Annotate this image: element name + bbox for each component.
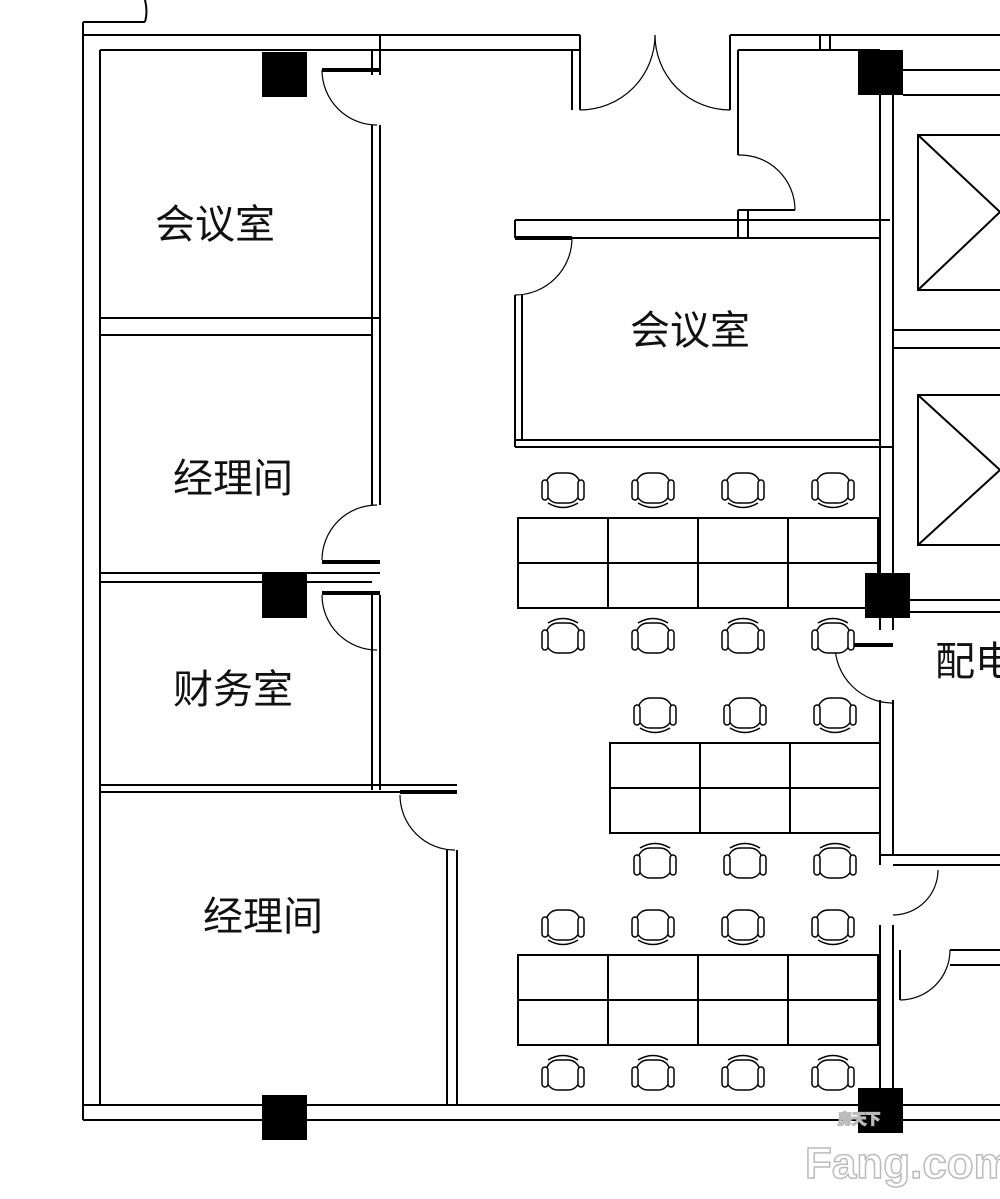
- meeting-room-label: 会议室: [155, 202, 275, 248]
- chair: [631, 617, 675, 654]
- chair: [811, 617, 855, 654]
- chair: [811, 472, 855, 509]
- columns: [262, 50, 910, 1140]
- elevators: [917, 134, 1000, 546]
- chair: [813, 842, 857, 879]
- chair: [721, 909, 765, 946]
- chair: [541, 909, 585, 946]
- chair: [811, 909, 855, 946]
- desk-group: [517, 517, 879, 609]
- walls: [82, 0, 1000, 1121]
- chair: [721, 617, 765, 654]
- chair: [631, 472, 675, 509]
- chair: [723, 697, 767, 734]
- watermark: 房天下 Fang.com: [804, 1110, 1000, 1189]
- chair: [721, 472, 765, 509]
- chair: [541, 1054, 585, 1091]
- watermark-brand: Fang.com: [805, 1139, 1000, 1188]
- chair: [811, 1054, 855, 1091]
- doors: [321, 34, 951, 1001]
- chair: [721, 1054, 765, 1091]
- chair: [633, 842, 677, 879]
- chair: [631, 1054, 675, 1091]
- desk-group: [517, 954, 879, 1046]
- chairs: [541, 472, 857, 1091]
- chair: [723, 842, 767, 879]
- chair: [541, 617, 585, 654]
- manager-room-label: 经理间: [203, 894, 323, 940]
- desk-group: [609, 742, 881, 834]
- chair: [633, 697, 677, 734]
- chair: [813, 697, 857, 734]
- manager-room-label: 经理间: [173, 456, 293, 502]
- watermark-cn: 房天下: [838, 1111, 880, 1127]
- meeting-room-label: 会议室: [630, 308, 750, 354]
- power-room-label: 配电: [935, 639, 1000, 685]
- finance-room-label: 财务室: [173, 667, 293, 713]
- chair: [631, 909, 675, 946]
- chair: [541, 472, 585, 509]
- desk-groups: [517, 517, 881, 1046]
